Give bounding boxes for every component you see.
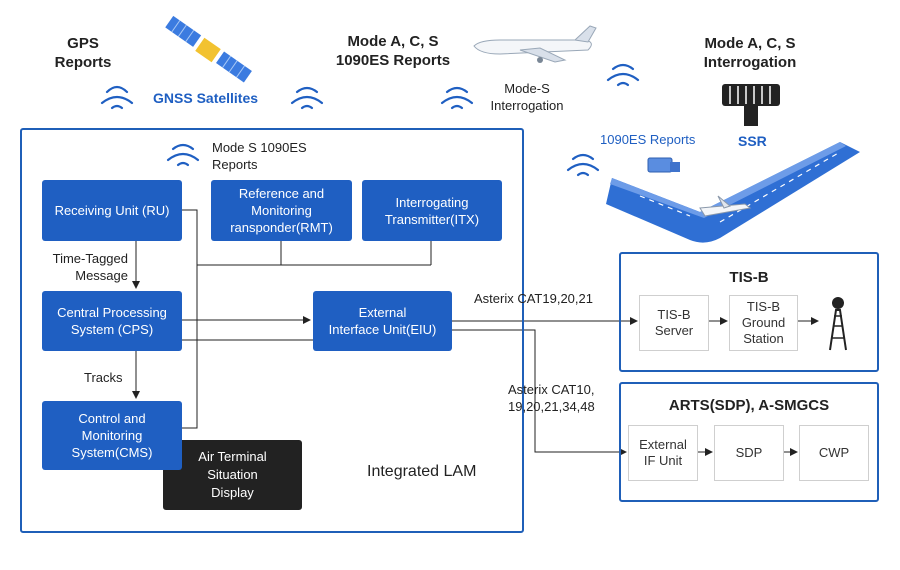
- atsd-box: Air Terminal Situation Display: [163, 440, 302, 510]
- cwp-box: CWP: [799, 425, 869, 481]
- time-tagged-label: Time-Tagged Message: [52, 251, 128, 283]
- satellite-icon: [165, 15, 252, 83]
- airplane-icon: [473, 25, 597, 63]
- tracks-label: Tracks: [84, 370, 123, 385]
- mode-s-interrogation-label: Mode-S Interrogation: [490, 81, 564, 113]
- gps-reports-label: GPS Reports: [54, 35, 112, 71]
- radar-icon: [722, 84, 780, 126]
- tisb-server-box: TIS-B Server: [639, 295, 709, 351]
- mode-acs-interrogation-label: Mode A, C, S Interrogation: [703, 35, 797, 71]
- wireless-icon: [566, 153, 600, 177]
- arts-frame: [619, 382, 879, 502]
- sdp-box: SDP: [714, 425, 784, 481]
- integrated-lam-frame: [20, 128, 524, 533]
- asterix-cat-label-2: Asterix CAT10, 19,20,21,34,48: [508, 382, 595, 414]
- es-reports-label: 1090ES Reports: [600, 132, 696, 147]
- tisb-ground-station-box: TIS-B Ground Station: [729, 295, 798, 351]
- itx-box: Interrogating Transmitter(ITX): [362, 180, 502, 241]
- cms-box: Control and Monitoring System(CMS): [42, 401, 182, 470]
- mode-s-reports-label: Mode S 1090ES Reports: [212, 140, 307, 172]
- asterix-cat-label-1: Asterix CAT19,20,21: [474, 291, 593, 306]
- wireless-icon: [606, 63, 640, 87]
- mode-acs-1090es-label: Mode A, C, S 1090ES Reports: [335, 33, 451, 69]
- cps-box: Central Processing System (CPS): [42, 291, 182, 351]
- eiu-box: External Interface Unit(EIU): [313, 291, 452, 351]
- antenna-tower-icon: [829, 297, 847, 351]
- runway-icon: [606, 142, 860, 243]
- wireless-icon: [166, 143, 200, 167]
- tisb-title: TIS-B: [729, 269, 769, 286]
- external-if-unit-box: External IF Unit: [628, 425, 698, 481]
- wireless-icon: [100, 85, 134, 110]
- wireless-icon: [290, 86, 324, 110]
- integrated-lam-title: Integrated LAM: [367, 463, 477, 480]
- ssr-label: SSR: [738, 133, 767, 149]
- rmt-box: Reference and Monitoring ransponder(RMT): [211, 180, 352, 241]
- wireless-icon: [440, 86, 474, 110]
- tisb-frame: [619, 252, 879, 372]
- receiving-unit-box: Receiving Unit (RU): [42, 180, 182, 241]
- gnss-satellites-label: GNSS Satellites: [153, 90, 259, 106]
- arts-title: ARTS(SDP), A-SMGCS: [668, 397, 830, 414]
